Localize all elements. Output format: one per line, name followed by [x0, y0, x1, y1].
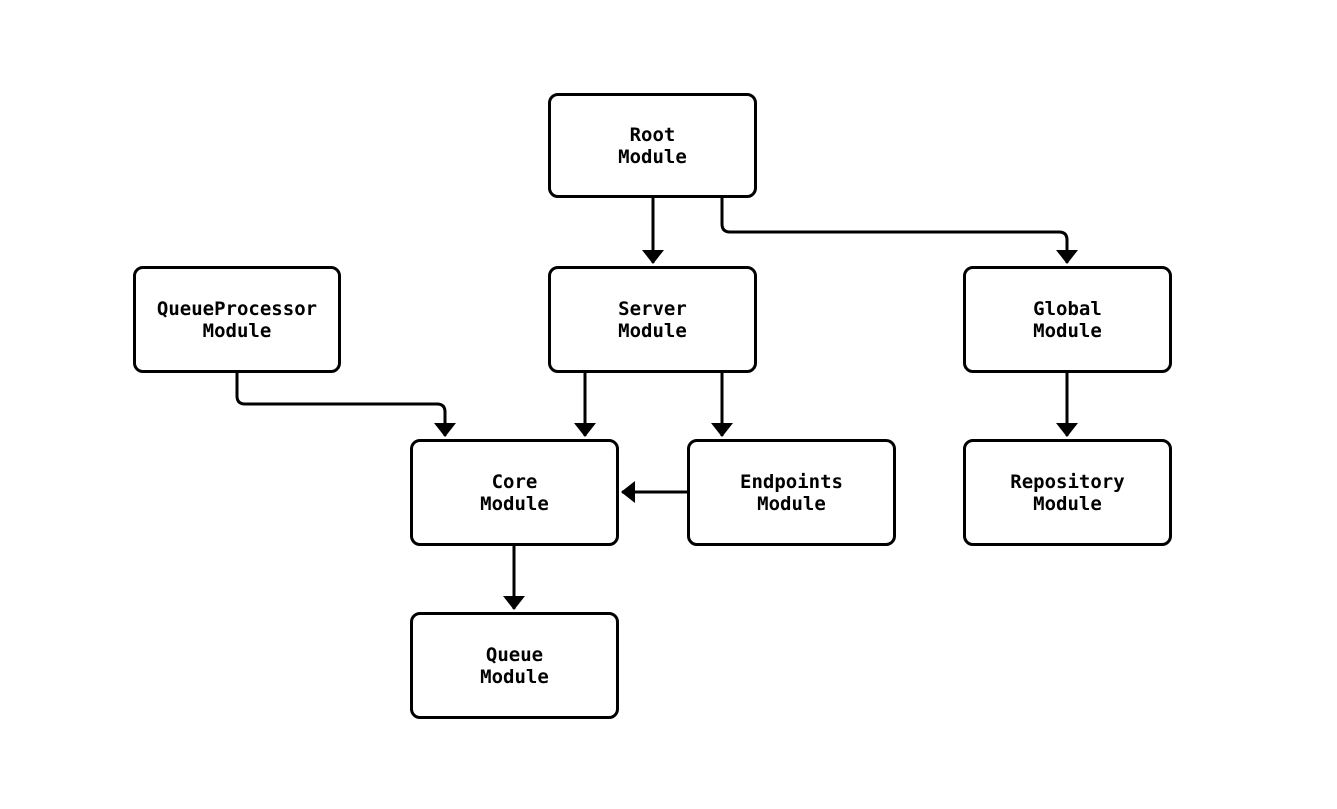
node-label-line: Module [1033, 319, 1102, 342]
node-label-line: Repository [1010, 470, 1125, 493]
node-label-line: Module [480, 665, 549, 688]
node-label-line: Module [202, 319, 272, 342]
node-label-line: Module [480, 492, 549, 515]
node-label-line: Module [618, 145, 687, 168]
edge-group [235, 198, 1078, 610]
node-label-line: Endpoints [740, 470, 843, 493]
node-label-line: Server [618, 297, 687, 320]
node-label-line: Queue [485, 643, 544, 666]
node-label-line: Module [1033, 492, 1102, 515]
node-label-line: Module [757, 492, 826, 515]
node-label-line: QueueProcessor [156, 297, 318, 320]
node-label-line: Core [491, 470, 538, 493]
edge-root-to-global [720, 198, 1078, 264]
node-label-line: Root [629, 123, 676, 146]
node-label-line: Module [618, 319, 687, 342]
node-label-line: Global [1033, 297, 1102, 320]
edge-queueprocessor-to-core [235, 373, 456, 437]
